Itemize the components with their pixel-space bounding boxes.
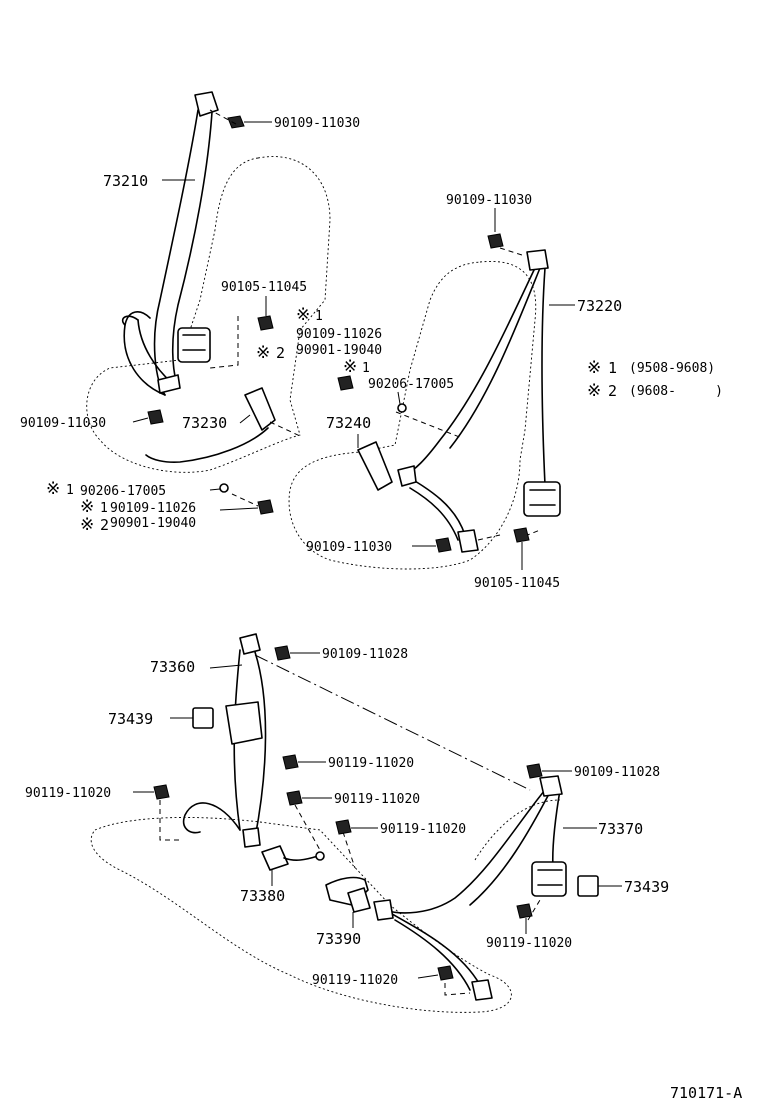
note-mark-1a: ※ [296, 305, 310, 325]
label-retractor-bolt-fl: 90105-11045 [474, 576, 560, 591]
seat-outline-front-right [86, 156, 331, 473]
label-retractor-bolt-right: 90119-11020 [486, 936, 572, 951]
label-retractor-bolt-fr: 90105-11045 [221, 280, 307, 295]
note-index-2b: 2 [100, 516, 109, 534]
bolt-icon [435, 537, 452, 553]
label-buckle-bolt-1-fr: 90109-11026 [110, 501, 196, 516]
label-belt-73210: 73210 [103, 172, 148, 190]
shoulder-belt-73220 [404, 267, 546, 486]
notes-legend: ※ 1 (9508-9608) ※ 2 (9608- ) [587, 358, 723, 401]
note-mark-1d: ※ [343, 357, 357, 377]
label-bolt-a: 90119-11020 [328, 756, 414, 771]
label-buckle-bolt-2-fr: 90901-19040 [110, 516, 196, 531]
note-index-1c: 1 [100, 501, 108, 516]
bolt-icon [513, 527, 530, 543]
retractor-front-left [523, 481, 561, 517]
bolt-icon [227, 115, 245, 129]
bolt-icon [274, 645, 291, 661]
bolt-icon [153, 784, 170, 800]
note-index-2a: 2 [276, 344, 285, 362]
note-mark-1c: ※ [80, 497, 94, 517]
cover-73439-left [192, 707, 214, 729]
bolt-icon [516, 903, 533, 919]
lap-belt-front-left [404, 474, 466, 541]
note-mark-2b: ※ [80, 515, 94, 535]
label-buckle-73240: 73240 [326, 414, 371, 432]
label-belt-73370: 73370 [598, 820, 643, 838]
label-belt-73360: 73360 [150, 658, 195, 676]
bolt-icon [526, 763, 543, 779]
front-left-seat-group [288, 208, 575, 570]
label-buckle-nut-fr: 90206-17005 [80, 484, 166, 499]
bolt-icon [335, 819, 352, 835]
legend-index-2: 2 [608, 382, 617, 400]
seat-outline-rear [90, 817, 512, 1013]
buckle-73240 [357, 441, 393, 491]
note-index-1b: 1 [66, 483, 74, 498]
note-index-1d: 1 [362, 361, 370, 376]
shoulder-belt-73360 [233, 649, 267, 839]
note-index-1a: 1 [315, 309, 323, 324]
note-mark-1b: ※ [46, 479, 60, 499]
label-upper-anchor-bolt-fl: 90109-11030 [446, 193, 532, 208]
shoulder-belt-73210 [153, 109, 213, 396]
buckle-73380 [261, 845, 289, 871]
label-bolt-d: 90119-11020 [380, 822, 466, 837]
rear-seat-group [90, 633, 622, 1013]
label-cover-73439-left: 73439 [108, 710, 153, 728]
label-alt-bolt-2-fr: 90901-19040 [296, 343, 382, 358]
bolt-icon [337, 375, 354, 391]
legend-range-1: (9508-9608) [629, 361, 715, 376]
note-mark-2a: ※ [256, 343, 270, 363]
label-upper-bolt-right: 90109-11028 [574, 765, 660, 780]
nut-icon [397, 403, 407, 413]
bolt-icon [257, 499, 274, 515]
label-upper-bolt-left: 90109-11028 [322, 647, 408, 662]
label-lower-anchor-bolt-fr: 90109-11030 [20, 416, 106, 431]
label-bottom-bolt: 90119-11020 [312, 973, 398, 988]
buckle-73230 [244, 387, 276, 431]
illustration-code: 710171-A [670, 1084, 742, 1102]
label-buckle-73380: 73380 [240, 887, 285, 905]
label-buckle-73390: 73390 [316, 930, 361, 948]
label-lower-anchor-bolt-fl: 90109-11030 [306, 540, 392, 555]
bolt-icon [487, 233, 504, 249]
retractor-rear-right [531, 861, 567, 897]
label-belt-73220: 73220 [577, 297, 622, 315]
label-alt-bolt-1-fr: 90109-11026 [296, 327, 382, 342]
label-buckle-73230: 73230 [182, 414, 227, 432]
bolt-icon [282, 754, 299, 770]
legend-mark-1: ※ [587, 358, 601, 378]
bolt-icon [286, 790, 303, 806]
label-cover-73439-right: 73439 [624, 878, 669, 896]
label-bolt-b: 90119-11020 [25, 786, 111, 801]
label-bolt-c: 90119-11020 [334, 792, 420, 807]
nut-icon [219, 483, 229, 493]
label-nut-fl: 90206-17005 [368, 377, 454, 392]
label-upper-anchor-bolt-fr: 90109-11030 [274, 116, 360, 131]
bolt-icon [437, 965, 454, 981]
retractor-front-right [177, 327, 211, 363]
legend-range-2: (9608- ) [629, 384, 723, 399]
bolt-icon [147, 409, 164, 425]
bolt-icon [257, 315, 274, 331]
lap-belt-rear-right [384, 909, 481, 991]
cover-73439-right [577, 875, 599, 897]
legend-index-1: 1 [608, 359, 617, 377]
front-right-seat-group [86, 91, 331, 515]
seat-outline-front-left [288, 260, 537, 570]
legend-mark-2: ※ [587, 381, 601, 401]
